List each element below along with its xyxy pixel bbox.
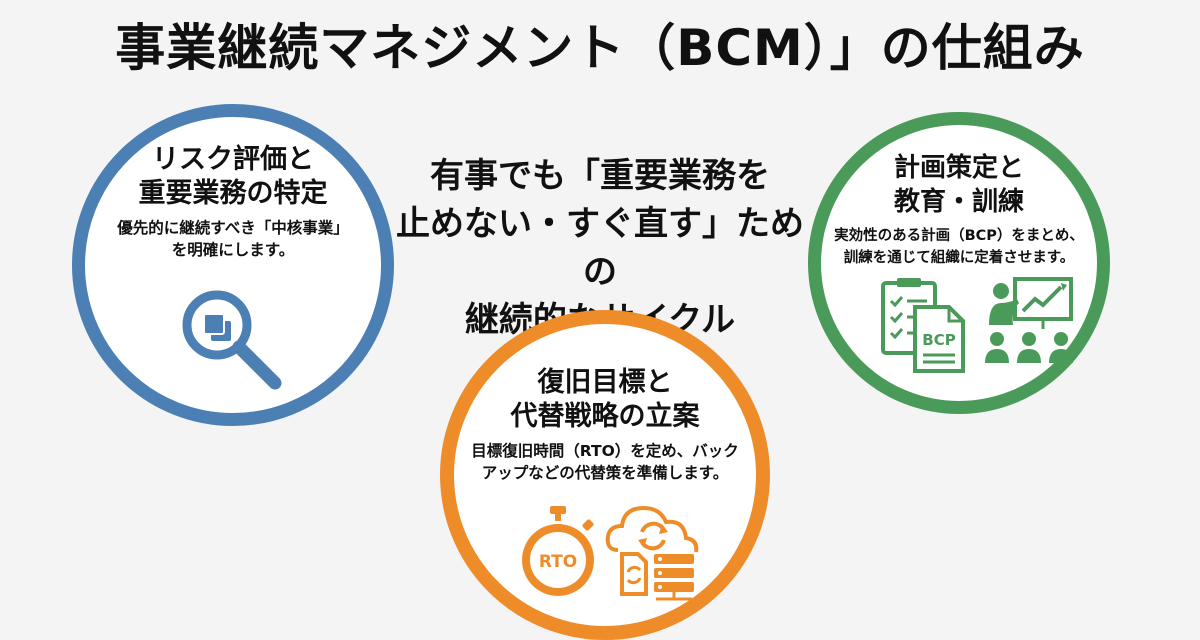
rto-title: 復旧目標と 代替戦略の立案 <box>454 366 756 434</box>
rto-desc-line: 目標復旧時間（RTO）を定め、バック <box>471 442 739 460</box>
plan-desc-line: 実効性のある計画（BCP）をまとめ、 <box>834 228 1084 244</box>
risk-title: リスク評価と 重要業務の特定 <box>85 143 381 211</box>
risk-assessment-circle: リスク評価と 重要業務の特定 優先的に継続すべき「中核事業」 を明確にします。 <box>72 104 394 426</box>
risk-title-line: 重要業務の特定 <box>138 178 328 209</box>
stopwatch-icon: RTO <box>522 506 594 596</box>
rto-description: 目標復旧時間（RTO）を定め、バック アップなどの代替策を準備します。 <box>454 440 756 484</box>
risk-title-line: リスク評価と <box>152 144 314 175</box>
rto-label: RTO <box>539 552 577 572</box>
magnifier-icon <box>182 290 282 390</box>
plan-desc-line: 訓練を通じて組織に定着させます。 <box>843 250 1075 266</box>
plan-title-line: 教育・訓練 <box>893 187 1024 217</box>
rto-desc-line: アップなどの代替策を準備します。 <box>481 464 729 482</box>
risk-desc-line: 優先的に継続すべき「中核事業」 <box>117 219 349 237</box>
center-message: 有事でも「重要業務を 止めない・すぐ直す」ための 継続的なサイクル <box>390 152 810 344</box>
plan-description: 実効性のある計画（BCP）をまとめ、 訓練を通じて組織に定着させます。 <box>821 225 1097 269</box>
plan-title: 計画策定と 教育・訓練 <box>821 151 1097 219</box>
center-message-line: 有事でも「重要業務を <box>430 156 770 196</box>
plan-training-circle: 計画策定と 教育・訓練 実効性のある計画（BCP）をまとめ、 訓練を通じて組織に… <box>808 112 1110 414</box>
center-message-line: 止めない・すぐ直す」ための <box>396 204 804 292</box>
plan-title-line: 計画策定と <box>893 153 1024 183</box>
risk-description: 優先的に継続すべき「中核事業」 を明確にします。 <box>85 217 381 261</box>
cloud-backup-server-icon <box>605 505 699 601</box>
rto-title-line: 復旧目標と <box>537 367 673 398</box>
page-title: 事業継続マネジメント（BCM）」の仕組み <box>115 19 1085 77</box>
rto-title-line: 代替戦略の立案 <box>510 401 700 432</box>
bcp-label: BCP <box>922 331 955 349</box>
training-presentation-icon <box>985 277 1073 363</box>
checklist-document-icon: BCP <box>881 278 965 373</box>
recovery-strategy-circle: 復旧目標と 代替戦略の立案 目標復旧時間（RTO）を定め、バック アップなどの代… <box>440 310 770 640</box>
risk-desc-line: を明確にします。 <box>171 241 295 259</box>
